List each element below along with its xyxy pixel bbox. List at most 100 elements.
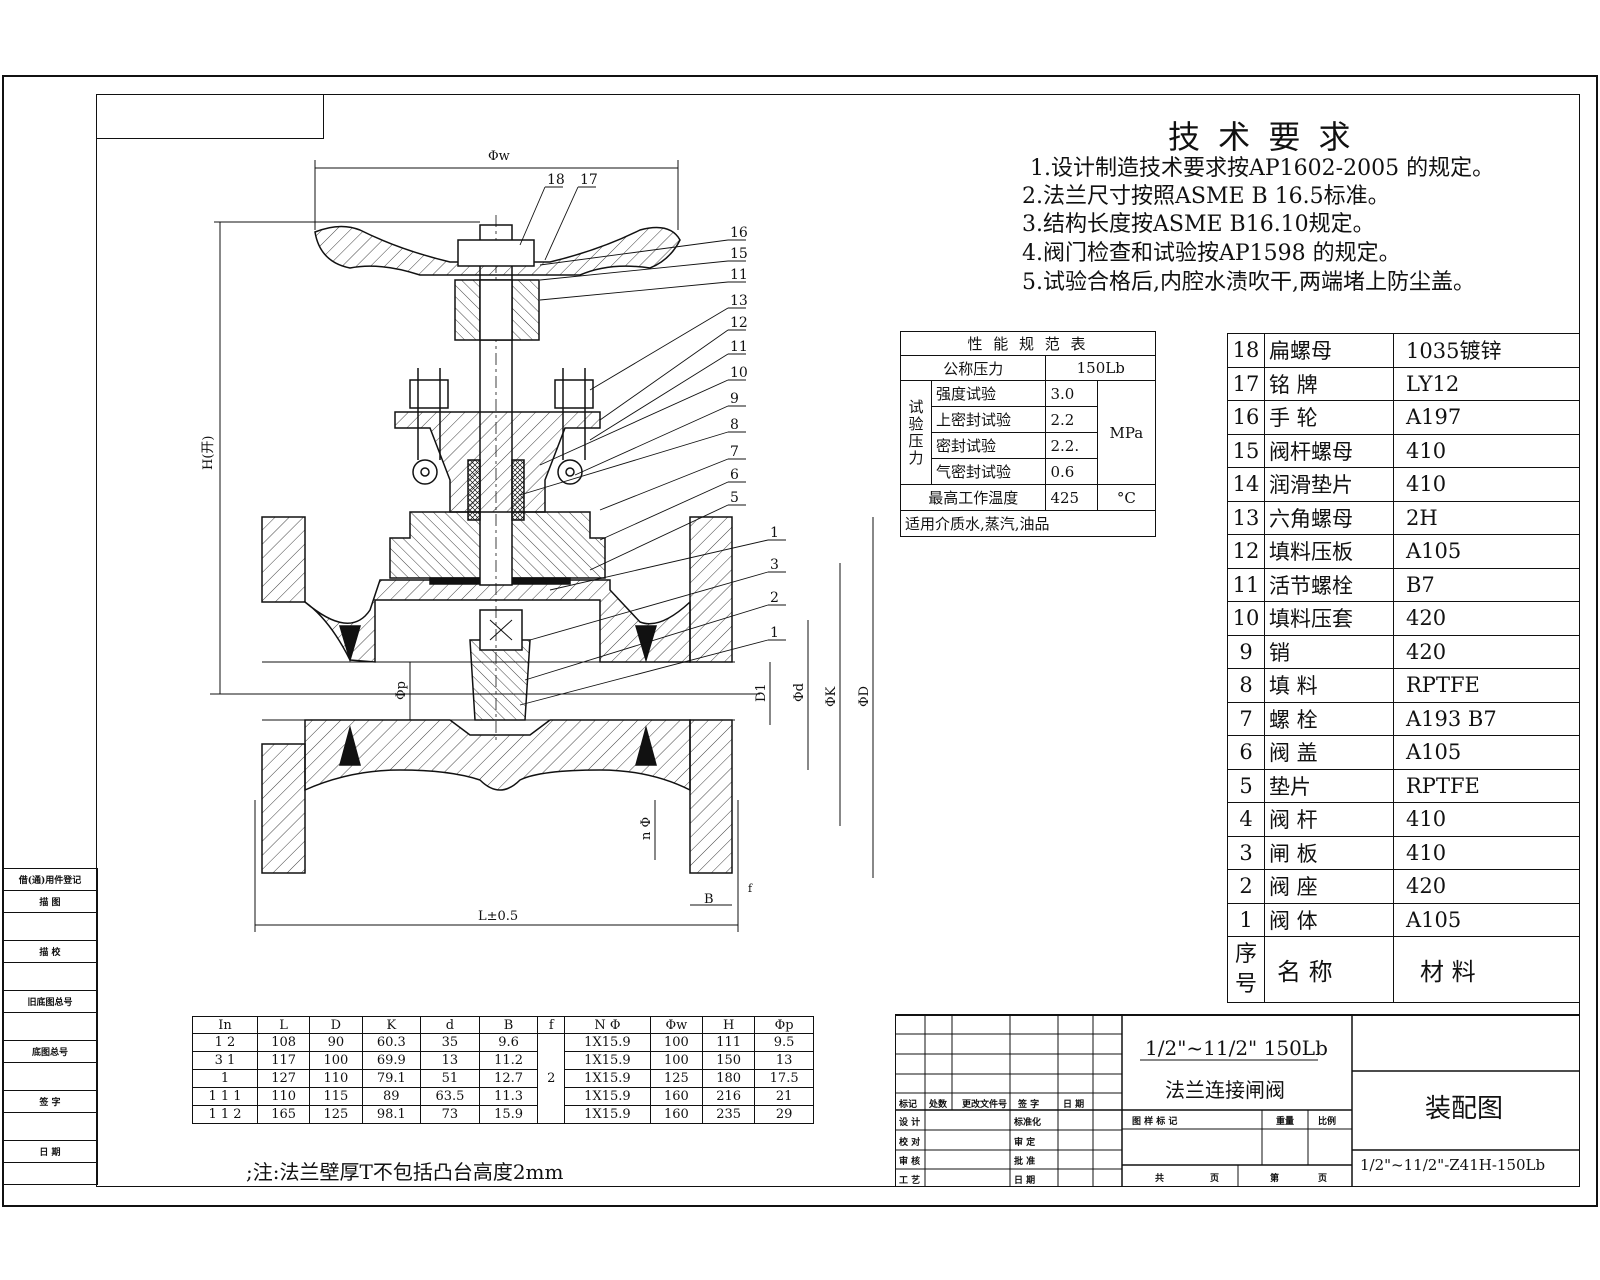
tech-item: 5.试验合格后,内腔水渍吹干,两端堵上防尘盖。 [1022,270,1475,295]
tb-sheet: 第 [1270,1174,1280,1184]
perf-row-value: 3.0 [1045,380,1098,407]
dims-cell: 21 [754,1087,814,1106]
dims-cell: 1 1 2 [192,1105,258,1124]
dims-cell: 125 [649,1069,704,1088]
balloon-leader [519,431,729,496]
perf-row-value: 2.2. [1045,432,1098,459]
dims-cell: 3 1 [192,1051,258,1070]
perf-row-label: 强度试验 [930,380,1047,407]
corner-box [96,94,324,139]
side-item: 借(通)用件登记 [2,868,98,891]
tb-stage-header: 重量 [1276,1117,1295,1127]
parts-cell-no: 10 [1227,601,1265,636]
dim-label-l: L±0.5 [478,909,518,924]
dims-header-cell: N Φ [564,1016,651,1034]
balloon-leader [524,604,769,681]
parts-cell-mat: B7 [1393,567,1580,602]
dims-cell: 11.3 [478,1087,539,1106]
eyebolt-pin [565,467,575,477]
tech-item: 1.设计制造技术要求按AP1602-2005 的规定。 [1030,156,1495,181]
parts-cell-name: 阀 座 [1264,869,1394,904]
dims-cell: 127 [256,1069,311,1088]
parts-cell-mat: A105 [1393,735,1580,770]
stem-nut-bore [479,279,513,341]
perf-row-value: 2.2 [1045,406,1098,433]
valve-body-lower [304,719,691,792]
dims-cell: 160 [649,1105,704,1124]
balloon-leader [539,281,729,301]
balloon-leader [599,481,729,541]
balloon-label: 11 [730,267,748,283]
tb-stage-header: 比例 [1318,1117,1337,1127]
balloon-label: 2 [770,590,779,606]
outer-border [2,75,1598,1207]
tb-stage-header: 图 样 标 记 [1132,1117,1178,1127]
balloon-label: 12 [730,315,748,331]
dims-cell: 69.9 [361,1051,422,1070]
weld-mark [338,625,658,766]
balloon-leader [539,379,729,466]
balloon-leader [589,307,729,391]
dim-label-h: H(开) [201,436,216,470]
tb-rev-header: 处数 [929,1100,948,1110]
perf-temp-unit: °C [1096,484,1157,511]
balloon-label: 6 [730,467,739,483]
balloon-leader [589,504,729,571]
hex-nut [409,379,449,409]
dims-cell: 1X15.9 [564,1087,651,1106]
balloon-leader [544,186,579,261]
parts-cell-no: 3 [1227,835,1265,870]
parts-cell-mat: 420 [1393,869,1580,904]
dims-cell: 98.1 [361,1105,422,1124]
yoke [394,411,601,513]
perf-group-label: 试验压力 [900,380,932,485]
perf-media: 适用介质水,蒸汽,油品 [900,510,1156,537]
dim-label-n: n Φ [639,817,654,840]
left-flange [261,516,306,874]
balloon-label: 10 [730,365,748,381]
parts-cell-no: 12 [1227,534,1265,569]
performance-table: 性 能 规 范 表 公称压力 150Lb 试验压力 强度试验 3.0 MPa 上… [899,331,1157,537]
perf-title: 性 能 规 范 表 [900,331,1156,356]
dims-cell: 29 [754,1105,814,1124]
balloon-label: 11 [730,339,748,355]
handwheel [314,225,681,276]
dim-label-p: Φp [394,681,409,700]
parts-cell-mat: A197 [1393,400,1580,435]
balloon-label: 1 [770,525,779,541]
dims-cell: 90 [309,1033,363,1052]
parts-header-mat: 材 料 [1393,936,1580,1003]
parts-cell-mat: 2H [1393,500,1580,535]
tb-rev-header: 签 字 [1018,1100,1040,1110]
parts-cell-mat: LY12 [1393,366,1580,401]
tb-sheet: 页 [1210,1174,1220,1184]
parts-header-name: 名 称 [1264,936,1394,1003]
dims-cell: 115 [309,1087,363,1106]
perf-row-label: 密封试验 [930,432,1047,459]
parts-cell-name: 扁螺母 [1264,333,1394,368]
tb-sign-label: 审 定 [1014,1138,1036,1148]
balloon-leader [599,329,729,421]
parts-cell-no: 14 [1227,467,1265,502]
eyebolt-pin [420,467,430,477]
dims-cell: 117 [256,1051,311,1070]
dim-label-d: Φd [792,683,807,702]
dim-label-b: B [704,892,714,907]
stem-head-cross [489,619,513,641]
tb-sheet: 页 [1318,1174,1328,1184]
parts-cell-name: 阀 杆 [1264,802,1394,837]
